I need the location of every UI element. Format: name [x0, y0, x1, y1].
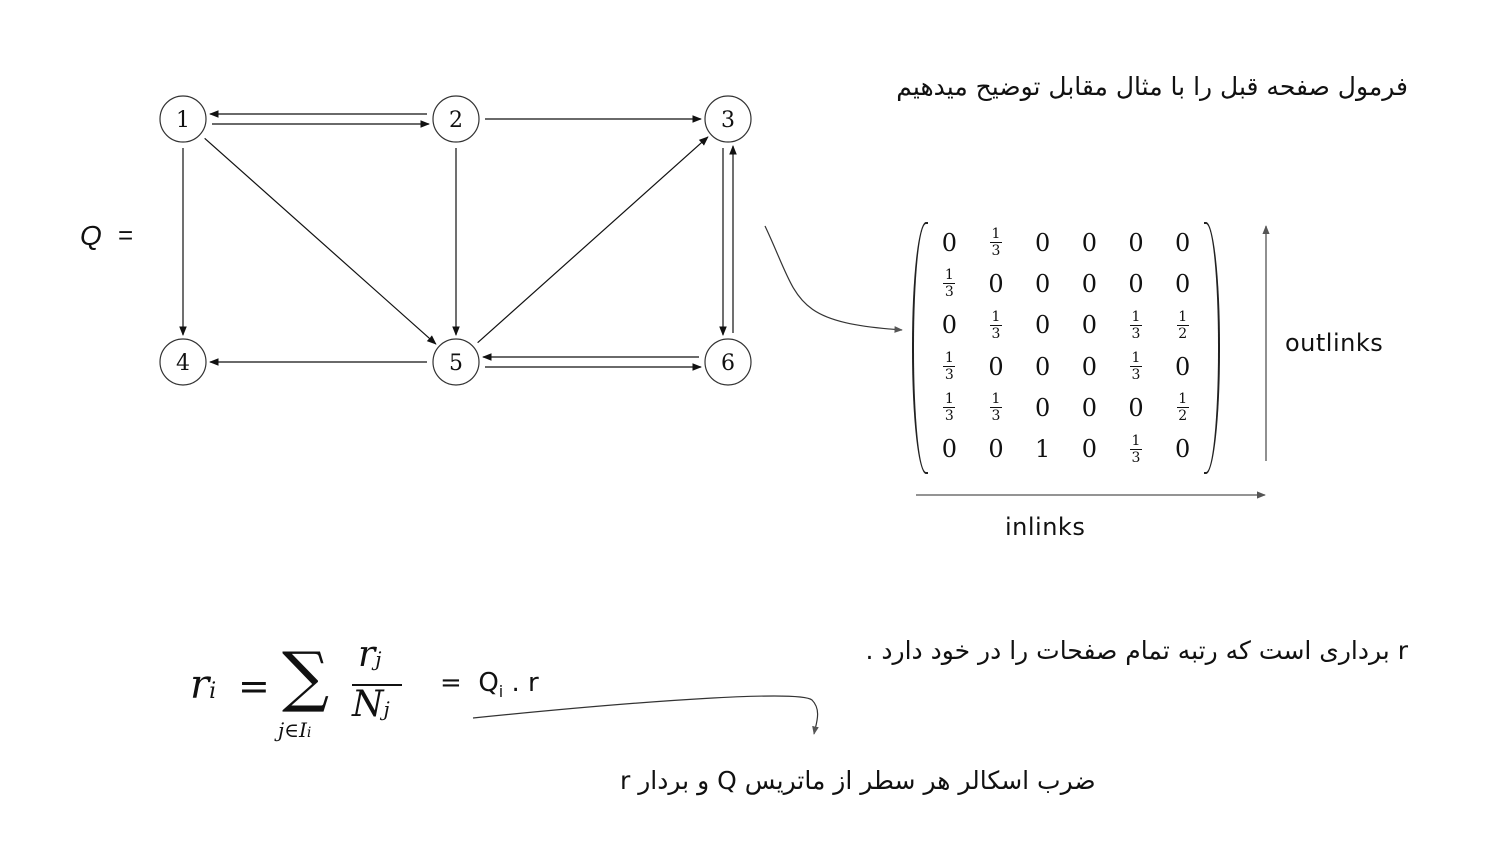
matrix-cell: 0 [988, 269, 1004, 298]
node-6: 6 [704, 338, 752, 386]
matrix-cell: 0 [1081, 269, 1097, 298]
node-label-1: 1 [176, 108, 190, 133]
matrix-cell: 0 [988, 435, 1004, 464]
matrix-cell: 0 [941, 435, 957, 464]
matrix-cell: 0 [1035, 311, 1051, 340]
matrix-cell: 0 [1175, 435, 1191, 464]
heading-text: فرمول صفحه قبل را با مثال مقابل توضیح می… [896, 72, 1408, 101]
formula-lhs: ri [190, 662, 217, 708]
sum-subscript: j∈Ii [278, 718, 312, 742]
matrix-cell: 0 [1081, 435, 1097, 464]
node-label-5: 5 [449, 351, 463, 376]
matrix-cell: 0 [1035, 269, 1051, 298]
matrix-cell: 0 [941, 228, 957, 257]
matrix-cell: 0 [1175, 269, 1191, 298]
q-label: Q [80, 220, 102, 251]
matrix-cell: 0 [1081, 228, 1097, 257]
node-label-4: 4 [176, 351, 190, 376]
node-label-6: 6 [721, 351, 735, 376]
matrix-cell: 0 [1128, 269, 1144, 298]
matrix-cell: 0 [988, 352, 1004, 381]
pointer-curve [764, 225, 903, 333]
matrix-cell: 0 [1175, 352, 1191, 381]
matrix-cell: 0 [1128, 228, 1144, 257]
matrix-cell: 0 [1081, 393, 1097, 422]
matrix-cell: 0 [1175, 228, 1191, 257]
matrix-right-paren [1204, 222, 1220, 474]
matrix-cell: 0 [941, 311, 957, 340]
outlinks-label: outlinks [1285, 329, 1384, 357]
fraction-denominator: Nj [352, 684, 390, 725]
edge-1-to-5 [204, 137, 437, 345]
node-1: 1 [159, 95, 207, 143]
matrix-cell: 0 [1035, 393, 1051, 422]
node-label-2: 2 [449, 108, 463, 133]
formula-equals: = [238, 664, 270, 708]
node-5: 5 [432, 338, 480, 386]
scalar-note: ضرب اسکالر هر سطر از ماتریس Q و بردار r [620, 766, 1096, 795]
fraction-bar [352, 684, 402, 686]
matrix-cell: 0 [1081, 311, 1097, 340]
scalar-arrow [472, 695, 819, 735]
inlinks-label: inlinks [1005, 513, 1086, 541]
node-label-3: 3 [721, 108, 735, 133]
node-4: 4 [159, 338, 207, 386]
node-3: 3 [704, 95, 752, 143]
fraction-numerator: rj [358, 634, 382, 675]
q-equals: = [118, 220, 134, 250]
matrix-cell: 0 [1128, 393, 1144, 422]
matrix-cell: 0 [1035, 352, 1051, 381]
matrix-cell: 0 [1035, 228, 1051, 257]
q-product: = Qi . r [440, 668, 539, 702]
node-2: 2 [432, 95, 480, 143]
edge-5-to-3 [477, 136, 709, 344]
r-description: r برداری است که رتبه تمام صفحات را در خو… [865, 636, 1408, 665]
sum-symbol: ∑ [282, 638, 330, 715]
matrix-cell: 0 [1081, 352, 1097, 381]
matrix-cell: 1 [1035, 435, 1051, 464]
